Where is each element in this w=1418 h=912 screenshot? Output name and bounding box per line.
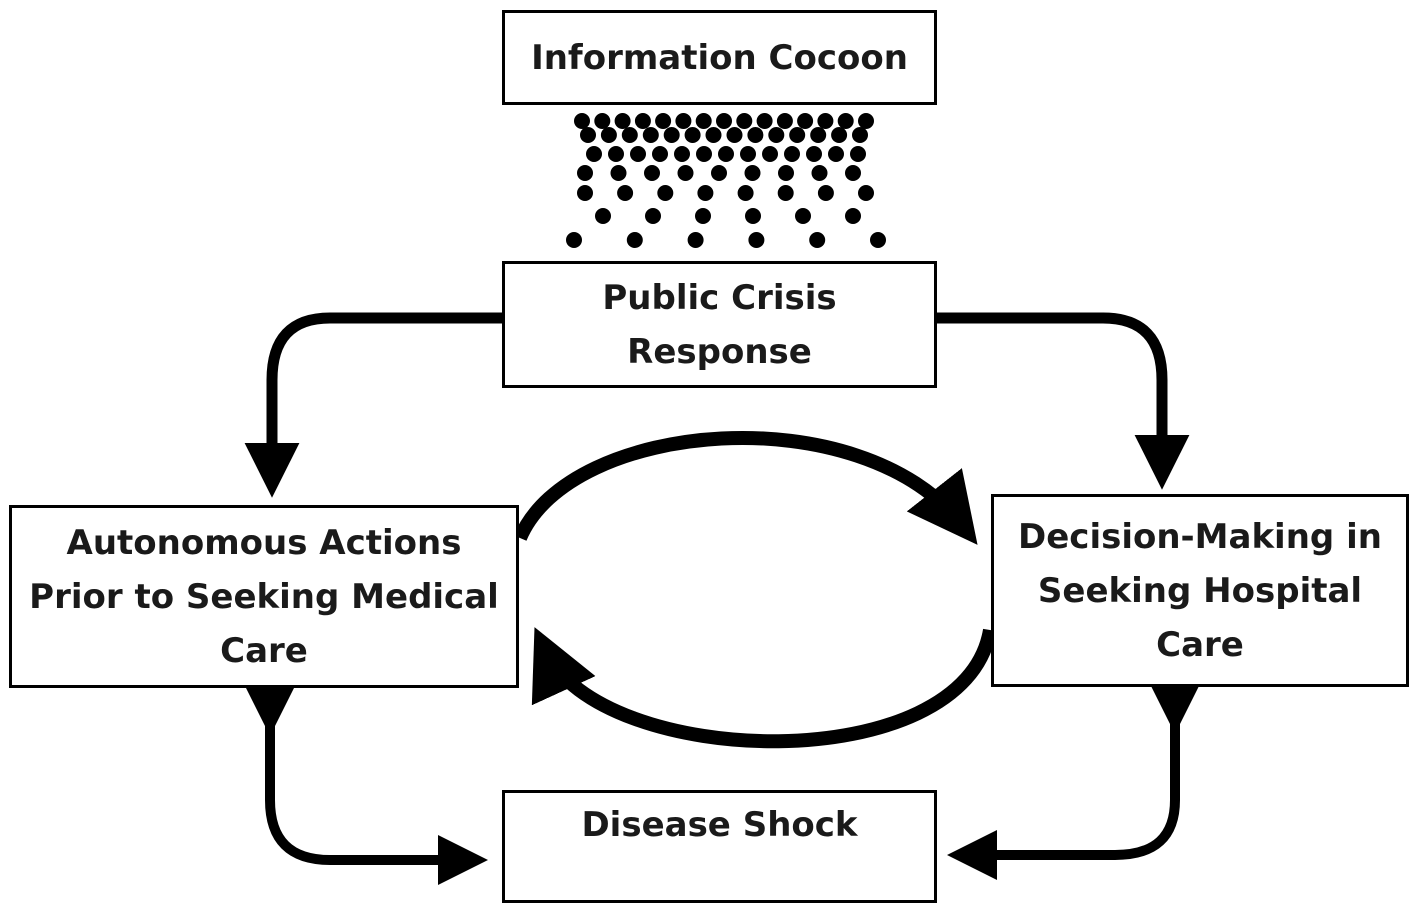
flow-dot (711, 165, 727, 181)
flow-dot (845, 208, 861, 224)
flow-dot (677, 165, 694, 181)
arrow-autonomous-disease (245, 685, 488, 885)
flow-dot (696, 146, 712, 162)
arrow-autonomous-to-decision (513, 431, 978, 545)
flow-dot (858, 113, 874, 129)
flow-dot (697, 185, 714, 201)
flow-dot (806, 146, 822, 162)
flow-dot (718, 146, 734, 162)
flow-dot (828, 146, 844, 162)
flow-dot (817, 113, 834, 129)
flow-dot (574, 113, 590, 129)
information-cocoon-box: Information Cocoon (502, 10, 937, 105)
flow-dot (777, 185, 794, 201)
flow-dot (577, 185, 593, 201)
flow-dot (614, 113, 631, 129)
flow-dot (655, 113, 672, 129)
flow-dot (626, 232, 643, 248)
flow-dot (687, 232, 704, 248)
flow-dot (768, 127, 785, 143)
flow-dot (789, 127, 806, 143)
flow-dot (577, 165, 593, 181)
flow-dot (580, 127, 596, 143)
flow-dot (858, 185, 874, 201)
flow-dot (837, 113, 854, 129)
arrow-crisis-to-decision (937, 312, 1190, 490)
flow-dot (644, 165, 660, 181)
flow-dot (745, 208, 761, 224)
flow-dot (645, 208, 661, 224)
autonomous-actions-box: Autonomous Actions Prior to Seeking Medi… (9, 505, 519, 688)
flow-dot (850, 146, 866, 162)
arrow-decision-disease (947, 683, 1200, 880)
arrow-decision-to-autonomous (531, 627, 997, 749)
flow-dot (663, 127, 680, 143)
flow-dot (748, 232, 765, 248)
flow-dot (744, 165, 761, 181)
decision-making-label: Decision-Making in Seeking Hospital Care (1018, 516, 1382, 665)
flow-dot (726, 127, 743, 143)
flow-dot (778, 165, 794, 181)
flow-dot (870, 232, 886, 248)
flow-dot (684, 127, 701, 143)
public-crisis-response-box: Public Crisis Response (502, 261, 937, 388)
flow-dot (736, 113, 753, 129)
flow-dot (705, 127, 722, 143)
flow-dot (776, 113, 793, 129)
flow-dot (621, 127, 638, 143)
flow-dot (740, 146, 756, 162)
flow-dot (817, 185, 834, 201)
flow-dot (652, 146, 668, 162)
disease-shock-label: Disease Shock (581, 804, 858, 845)
flow-dot (747, 127, 764, 143)
flow-dot (795, 208, 811, 224)
flow-dot (595, 208, 611, 224)
flow-dot (657, 185, 674, 201)
flow-dot (600, 127, 617, 143)
flow-dot (845, 165, 861, 181)
flow-dot (809, 232, 826, 248)
flow-dot (608, 146, 624, 162)
flow-dot (762, 146, 778, 162)
flow-dot (797, 113, 814, 129)
information-flow-dots (566, 113, 886, 248)
flow-dot (610, 165, 627, 181)
flow-dot (674, 146, 690, 162)
flow-dot (716, 113, 732, 129)
flow-dot (737, 185, 754, 201)
flow-dot (756, 113, 773, 129)
flow-dot (617, 185, 634, 201)
public-crisis-response-label: Public Crisis Response (602, 277, 837, 372)
arrow-crisis-to-autonomous (244, 312, 502, 498)
disease-shock-box: Disease Shock (502, 790, 937, 903)
flow-dot (831, 127, 848, 143)
flow-dot (695, 208, 711, 224)
flow-dot (594, 113, 611, 129)
flow-dot (811, 165, 828, 181)
flow-dot (566, 232, 582, 248)
autonomous-actions-label: Autonomous Actions Prior to Seeking Medi… (29, 522, 499, 671)
flow-dot (810, 127, 827, 143)
flow-dot (642, 127, 659, 143)
flow-dot (586, 146, 602, 162)
flow-dot (695, 113, 712, 129)
flow-dot (630, 146, 646, 162)
flow-dot (784, 146, 800, 162)
flow-dot (634, 113, 651, 129)
flow-dot (852, 127, 868, 143)
decision-making-box: Decision-Making in Seeking Hospital Care (991, 494, 1409, 687)
flow-dot (675, 113, 692, 129)
information-cocoon-label: Information Cocoon (531, 37, 908, 78)
